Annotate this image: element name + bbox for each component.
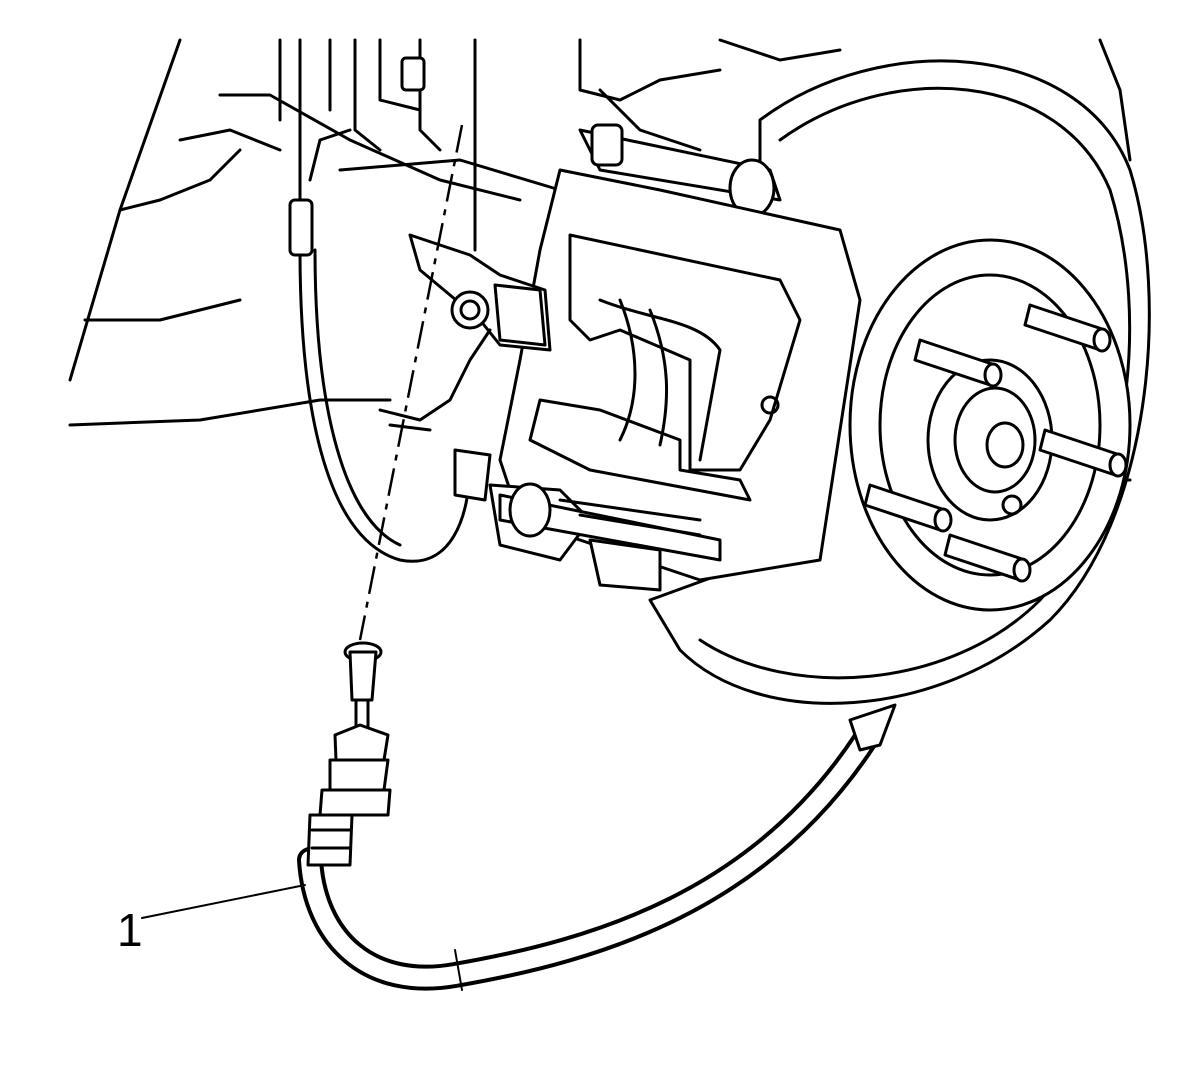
callout-label: 1	[117, 904, 143, 956]
wheel-stud-icons	[863, 303, 1128, 583]
parking-brake-cable-icon	[297, 641, 897, 991]
mounting-bracket	[378, 233, 552, 432]
brake-hose	[288, 198, 492, 563]
installation-path-line	[358, 124, 464, 641]
brake-caliper	[488, 123, 862, 592]
callout-1: 1	[117, 884, 306, 956]
